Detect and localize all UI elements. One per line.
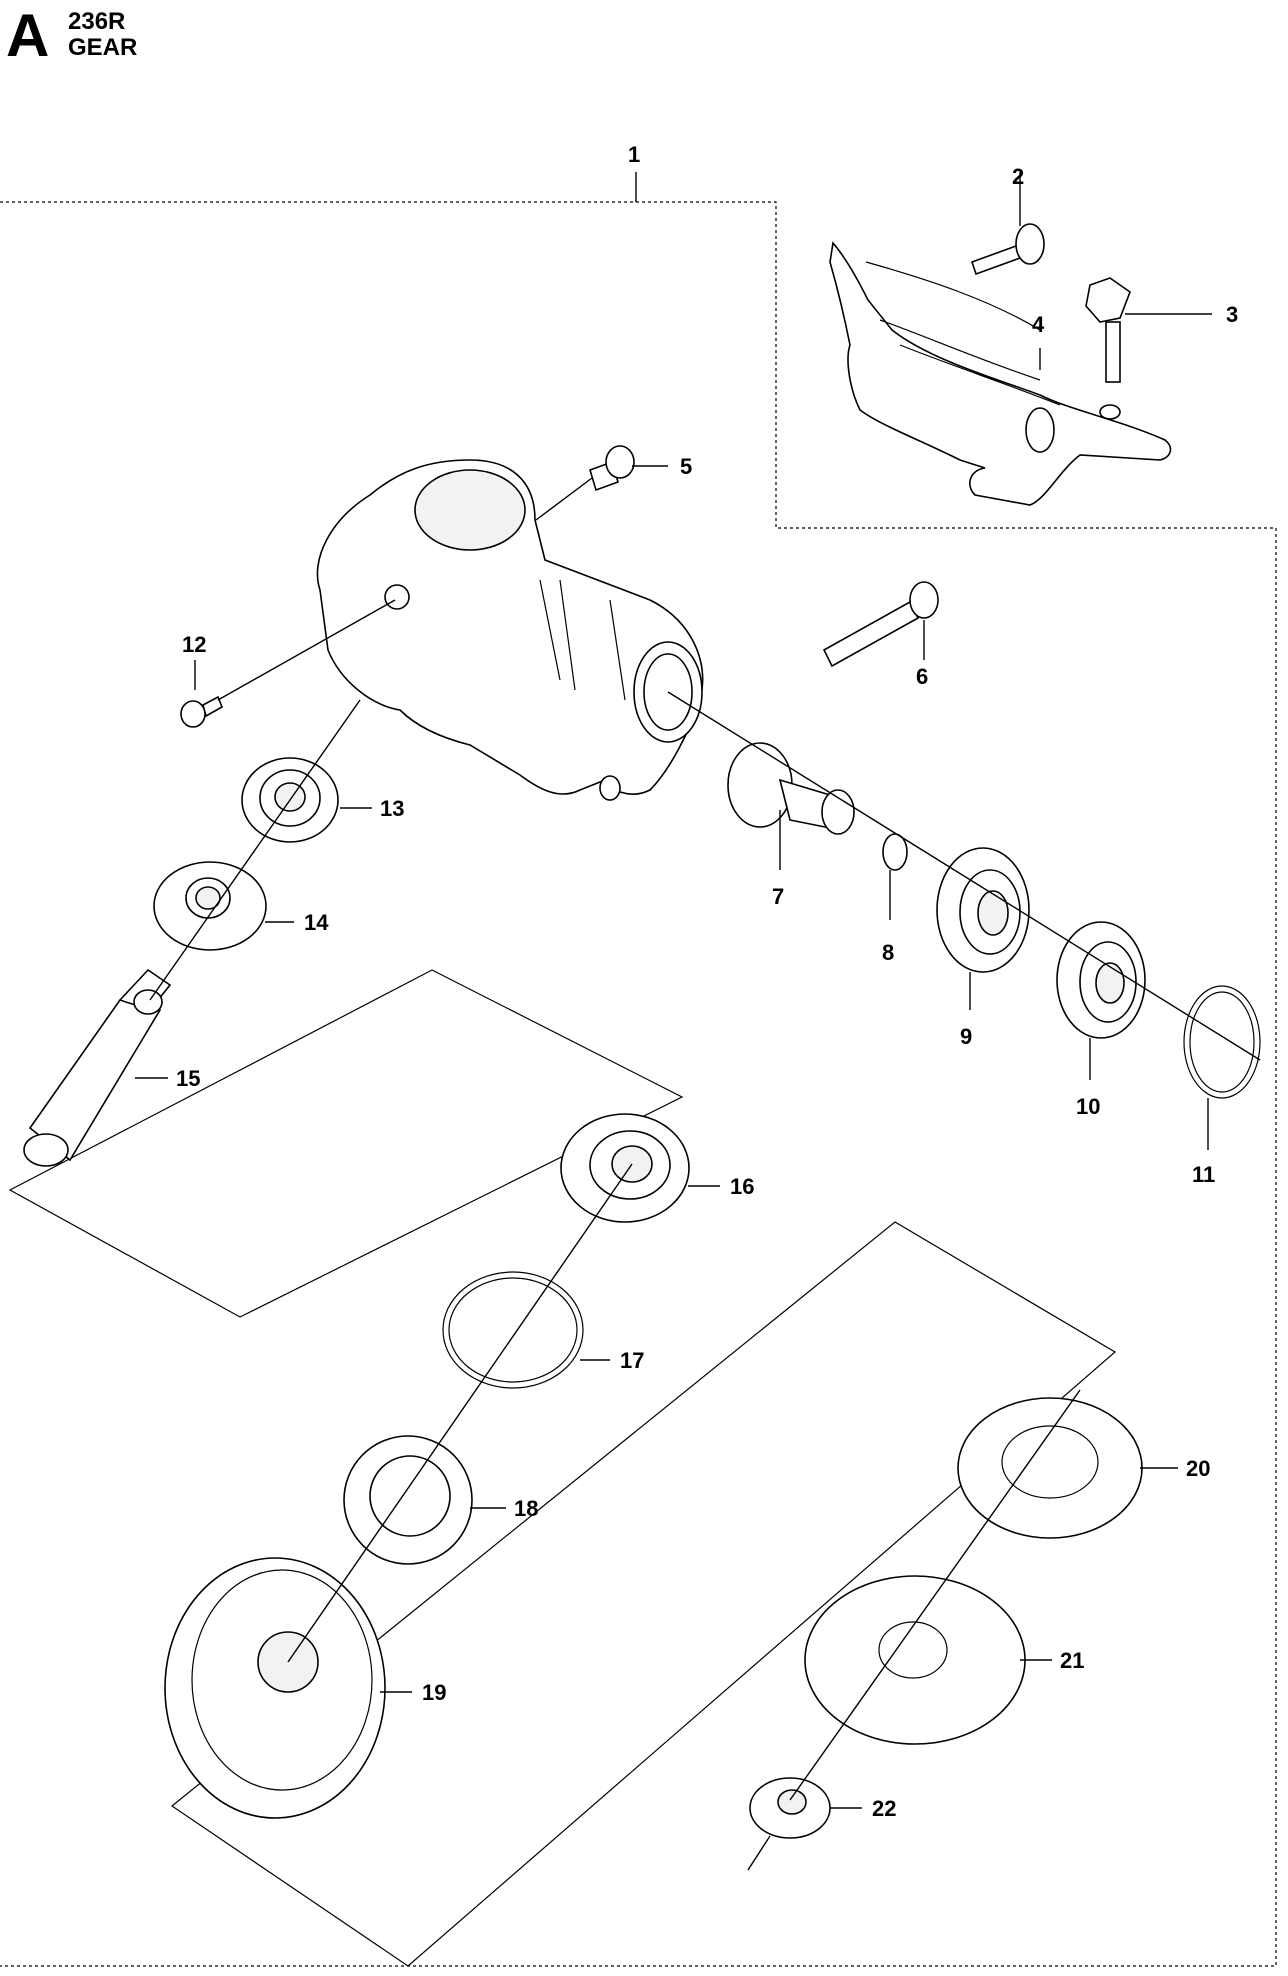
callout-7: 7 (772, 884, 784, 909)
screw-part-6 (822, 581, 939, 668)
plug-screw-part-5 (589, 445, 635, 492)
seal-part-14 (153, 861, 267, 951)
disc-part-20 (957, 1397, 1143, 1539)
callout-11: 11 (1192, 1162, 1215, 1187)
bearing-part-16 (560, 1113, 690, 1223)
callout-12: 12 (182, 632, 206, 657)
callout-22: 22 (872, 1796, 896, 1821)
callout-14: 14 (304, 910, 329, 935)
group-box-bearing-set (8, 969, 684, 1318)
snap-ring-part-11 (1183, 985, 1261, 1099)
callout-17: 17 (620, 1348, 644, 1373)
bearing-part-10 (1056, 921, 1146, 1039)
callout-15: 15 (176, 1066, 200, 1091)
callout-13: 13 (380, 796, 404, 821)
diagram-title: GEAR (68, 34, 138, 61)
screw-part-2 (970, 223, 1045, 276)
callout-3: 3 (1226, 302, 1238, 327)
callout-10: 10 (1076, 1094, 1100, 1119)
flange-part-19 (164, 1557, 386, 1819)
bearing-part-9 (936, 847, 1030, 973)
screw-part-12 (180, 695, 224, 728)
callout-9: 9 (960, 1024, 972, 1049)
pin-part-3 (1085, 277, 1131, 383)
section-letter: A (6, 2, 50, 69)
shaft-tube-part-7 (727, 742, 855, 835)
model-number: 236R (68, 8, 126, 35)
callout-5: 5 (680, 454, 692, 479)
callout-19: 19 (422, 1680, 446, 1705)
circlip-part-8 (882, 833, 908, 871)
callout-16: 16 (730, 1174, 754, 1199)
callout-labels: 1 2 3 4 5 6 7 8 9 10 11 12 13 14 15 16 1… (176, 142, 1238, 1821)
callout-21: 21 (1060, 1648, 1084, 1673)
callout-6: 6 (916, 664, 928, 689)
callout-20: 20 (1186, 1456, 1210, 1481)
guard-cover-part-4 (829, 241, 1172, 506)
nut-part-22 (749, 1777, 831, 1839)
callout-1: 1 (628, 142, 640, 167)
assembly-outline-1 (0, 172, 1277, 1967)
seal-part-18 (343, 1435, 473, 1565)
callout-18: 18 (514, 1496, 538, 1521)
callout-8: 8 (882, 940, 894, 965)
callout-4: 4 (1032, 312, 1045, 337)
gear-housing (316, 459, 704, 801)
pinion-shaft-part-15 (23, 968, 172, 1167)
group-box-flange-set (170, 1221, 1117, 1967)
cup-part-21 (804, 1575, 1026, 1745)
leader-lines (135, 172, 1261, 1871)
ring-part-17 (442, 1271, 584, 1389)
callout-2: 2 (1012, 164, 1024, 189)
